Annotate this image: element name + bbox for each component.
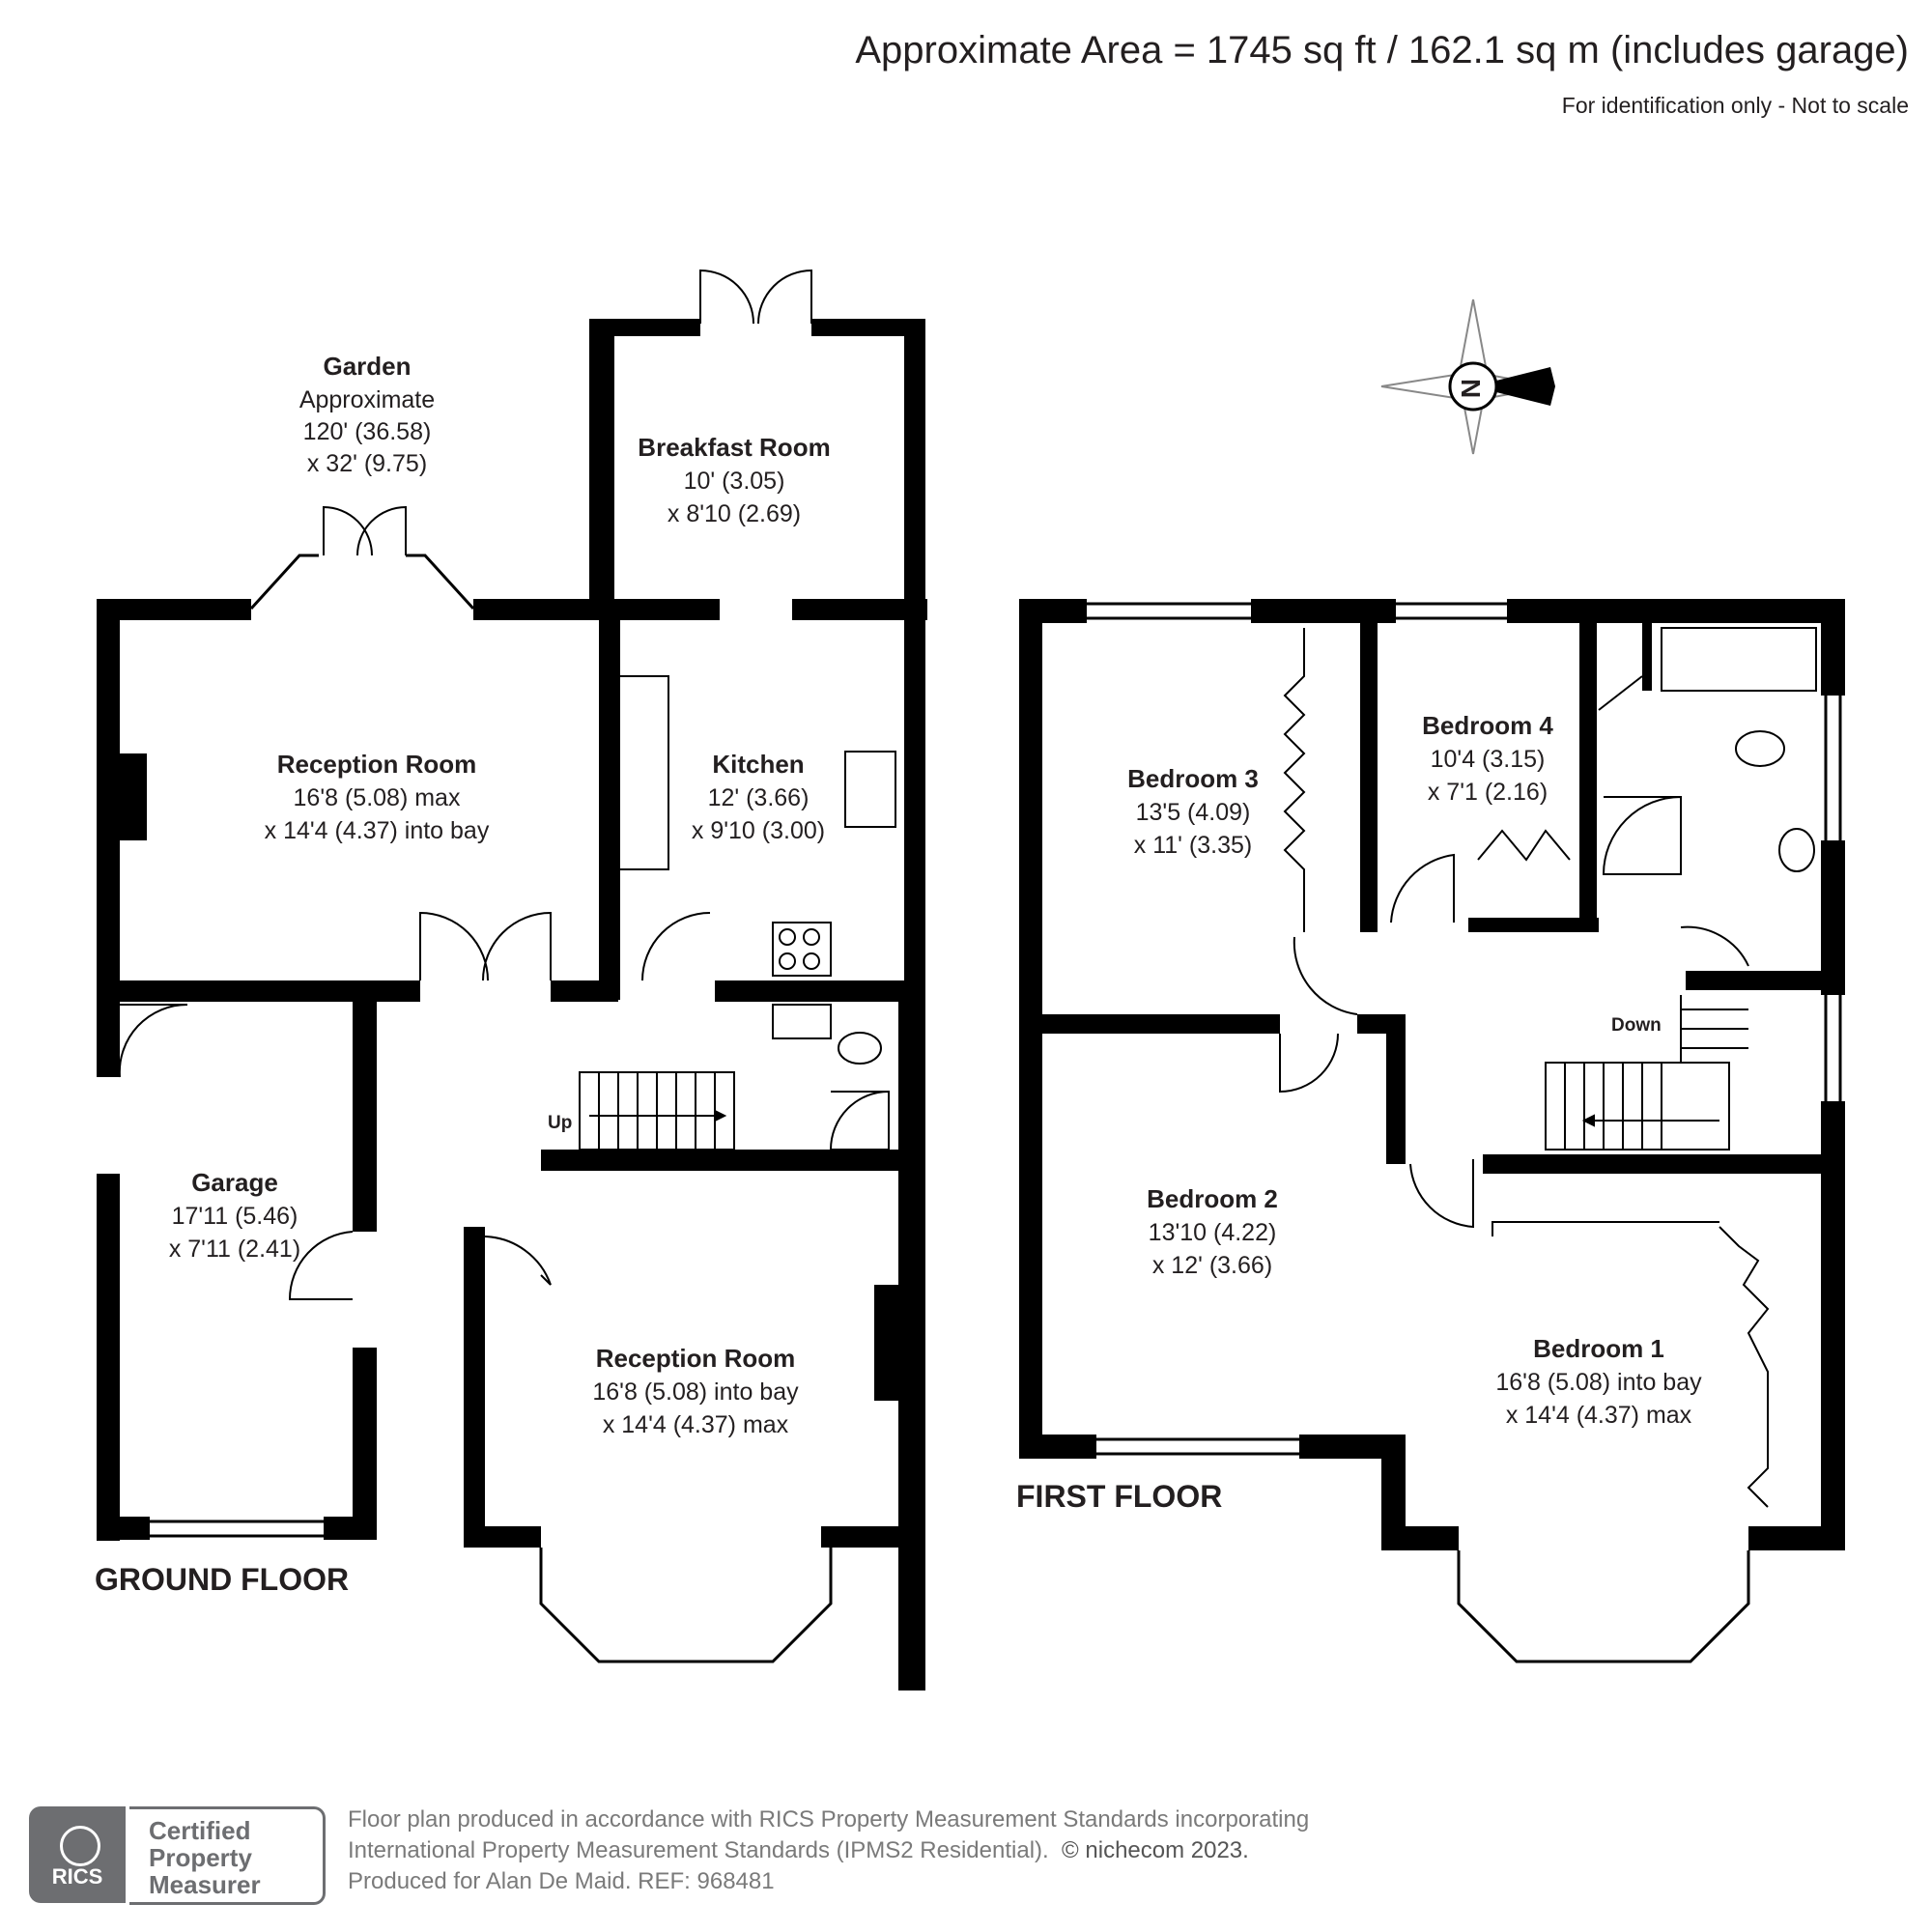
garden-line3: x 32' (9.75) [307,450,427,477]
garage-name: Garage [191,1168,278,1197]
kitchen-fixtures [614,675,896,1151]
kitchen-line2: x 9'10 (3.00) [692,817,825,844]
first-floor-stairs [1545,995,1748,1151]
compass-north-label: N [1456,379,1486,398]
footer-disclaimer: Floor plan produced in accordance with R… [348,1804,1309,1897]
certified-measurer-badge: Certified Property Measurer [129,1806,326,1905]
room-label-bedroom3: Bedroom 3 13'5 (4.09) x 11' (3.35) [1127,764,1259,859]
stairs-down-label: Down [1611,1015,1662,1036]
stairs-up-label: Up [548,1113,572,1133]
bedroom3-name: Bedroom 3 [1127,764,1259,793]
scale-disclaimer: For identification only - Not to scale [1561,93,1909,118]
room-label-reception-rear: Reception Room 16'8 (5.08) max x 14'4 (4… [265,750,490,844]
ground-floor-stairs [579,1071,735,1151]
bedroom4-line1: 10'4 (3.15) [1431,746,1546,773]
reception-front-line2: x 14'4 (4.37) max [603,1411,789,1438]
room-label-bedroom1: Bedroom 1 16'8 (5.08) into bay x 14'4 (4… [1495,1334,1702,1429]
first-floor-bay [1087,602,1842,1663]
approximate-area-heading: Approximate Area = 1745 sq ft / 162.1 sq… [855,29,1909,71]
room-label-bedroom2: Bedroom 2 13'10 (4.22) x 12' (3.66) [1147,1184,1278,1279]
breakfast-line2: x 8'10 (2.69) [668,500,801,527]
bedroom2-name: Bedroom 2 [1147,1184,1278,1213]
bedroom1-line2: x 14'4 (4.37) max [1506,1402,1692,1429]
garden-line2: 120' (36.58) [303,418,432,445]
footer-copyright: © nichecom 2023. [1062,1837,1249,1863]
breakfast-line1: 10' (3.05) [684,468,785,495]
garden-line1: Approximate [299,386,435,413]
badge-line2: Property [149,1843,252,1872]
compass-icon [1380,298,1555,455]
bedroom3-line1: 13'5 (4.09) [1136,799,1251,826]
ground-floor-bay [130,348,924,1663]
bedroom4-line2: x 7'1 (2.16) [1428,779,1548,806]
room-label-garden: Garden Approximate 120' (36.58) x 32' (9… [299,352,435,477]
reception-rear-line2: x 14'4 (4.37) into bay [265,817,490,844]
garage-line1: 17'11 (5.46) [172,1203,298,1230]
bedroom3-line2: x 11' (3.35) [1134,832,1252,859]
badge-line1: Certified [149,1816,251,1845]
rics-mark: RICS [51,1864,103,1889]
garden-name: Garden [323,352,411,381]
kitchen-name: Kitchen [712,750,804,779]
bedroom4-name: Bedroom 4 [1422,711,1553,740]
ground-floor-doors [118,269,812,1300]
first-floor-title: FIRST FLOOR [1016,1479,1222,1514]
reception-front-line1: 16'8 (5.08) into bay [592,1378,799,1406]
badge-line3: Measurer [149,1870,261,1899]
first-floor-walls [1019,599,1845,1550]
reception-rear-name: Reception Room [277,750,477,779]
first-floor-doors [1279,627,1817,1229]
footer-line3: Produced for Alan De Maid. REF: 968481 [348,1868,775,1894]
bedroom2-line2: x 12' (3.66) [1152,1252,1272,1279]
reception-front-name: Reception Room [596,1344,796,1373]
room-label-reception-front: Reception Room 16'8 (5.08) into bay x 14… [592,1344,799,1438]
breakfast-name: Breakfast Room [638,433,830,462]
kitchen-line1: 12' (3.66) [708,784,810,811]
garage-line2: x 7'11 (2.41) [169,1236,300,1263]
bedroom1-line1: 16'8 (5.08) into bay [1495,1369,1702,1396]
reception-rear-line1: 16'8 (5.08) max [294,784,461,811]
rics-logo: RICS [29,1806,126,1903]
first-floor-wardrobes [1283,628,1770,1508]
lion-emblem-icon [60,1826,100,1866]
room-label-kitchen: Kitchen 12' (3.66) x 9'10 (3.00) [692,750,825,844]
footer-line1: Floor plan produced in accordance with R… [348,1806,1310,1833]
ground-floor-title: GROUND FLOOR [95,1562,349,1597]
room-label-garage: Garage 17'11 (5.46) x 7'11 (2.41) [169,1168,300,1263]
bedroom2-line1: 13'10 (4.22) [1149,1219,1277,1246]
room-label-breakfast: Breakfast Room 10' (3.05) x 8'10 (2.69) [638,433,830,527]
room-label-bedroom4: Bedroom 4 10'4 (3.15) x 7'1 (2.16) [1422,711,1553,806]
footer-line2: International Property Measurement Stand… [348,1837,1049,1863]
bedroom1-name: Bedroom 1 [1533,1334,1664,1363]
